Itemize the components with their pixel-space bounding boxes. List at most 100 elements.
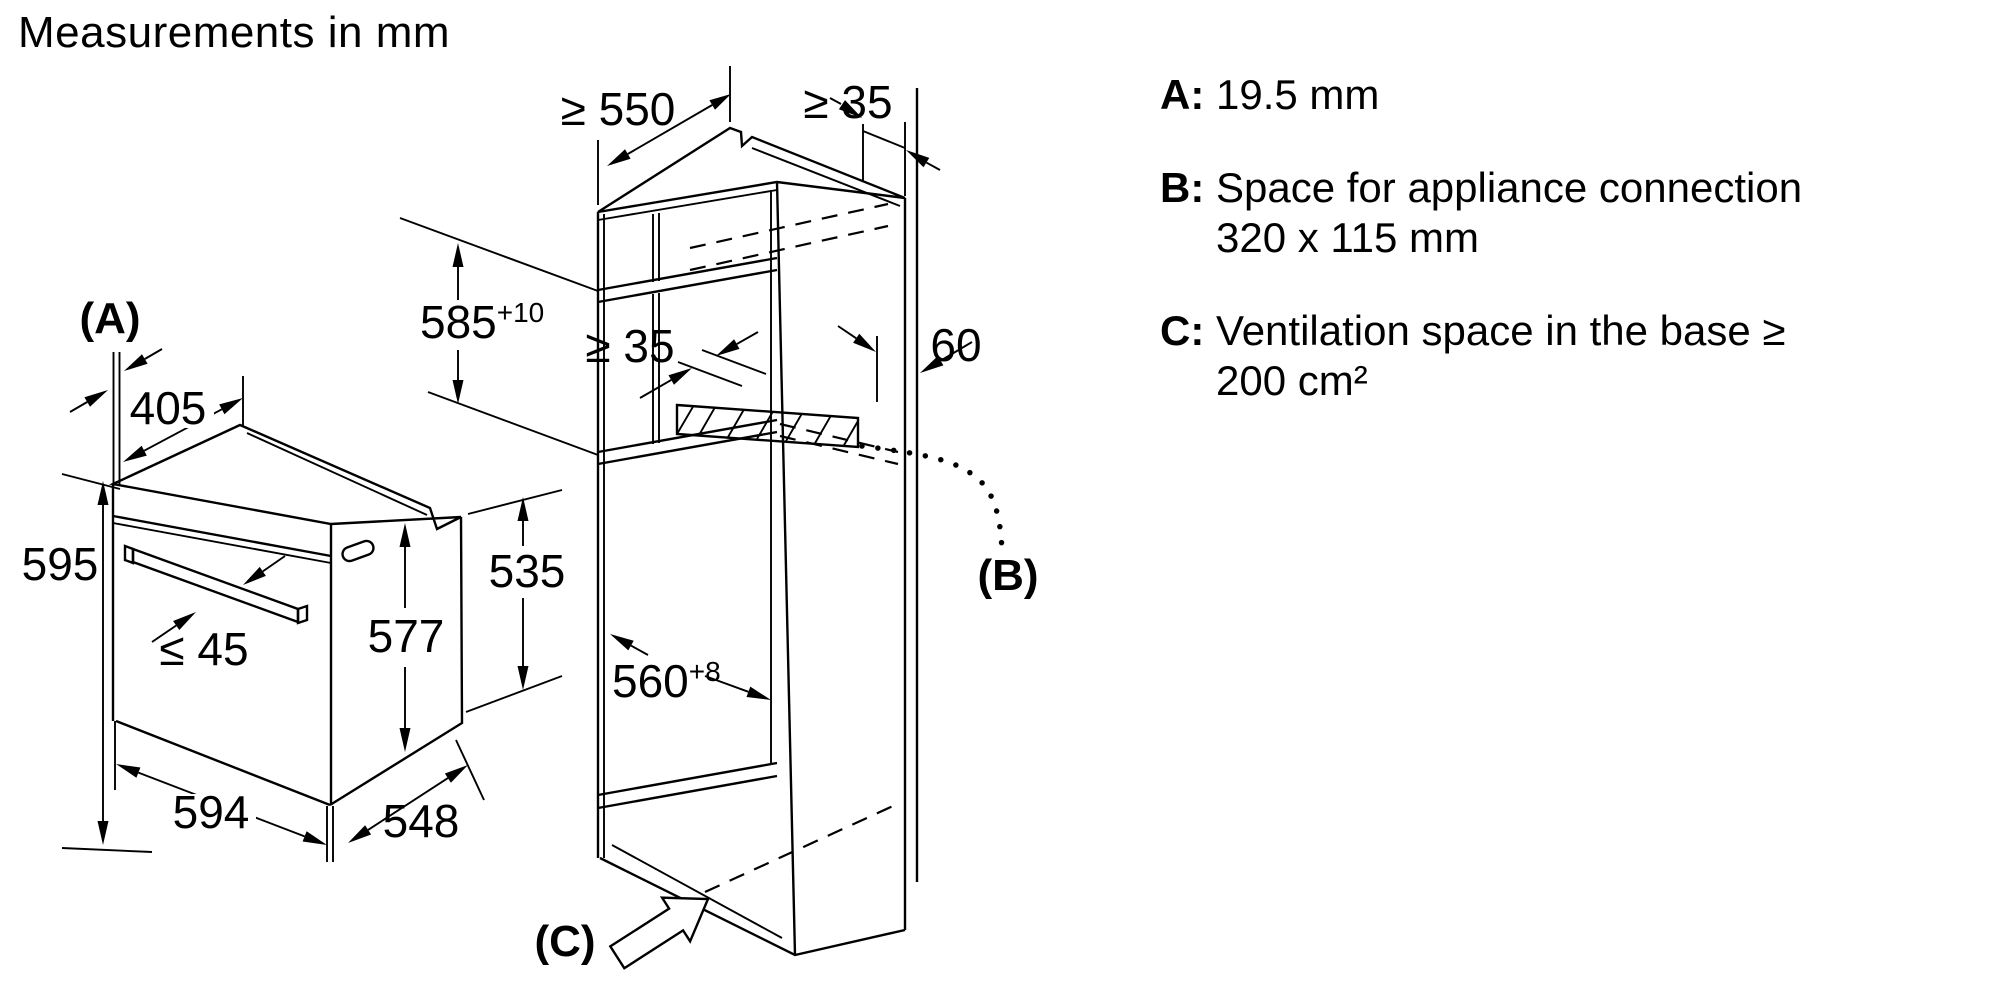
oven-door-top-edge (112, 522, 332, 564)
label-mask-405 (128, 386, 214, 428)
dim-60-arrow1-line (837, 325, 857, 340)
hidden-base-edge (704, 804, 894, 894)
legend-item-b: B: Space for appliance connection 320 x … (1160, 163, 1802, 262)
connection-leader-dots (859, 443, 1005, 555)
cabinet-front-right-edge (775, 181, 797, 956)
dim-405-label: 405 (130, 382, 207, 434)
dim-35top-arrow2-line (925, 161, 941, 171)
dim-560-head-left (610, 634, 634, 651)
dim-560-arrow1-line (630, 644, 649, 656)
dim-45-arrow2-head (173, 612, 196, 630)
legend-value-c-line1: Ventilation space in the base ≥ (1216, 307, 1786, 354)
cabinet-drawing (399, 66, 1005, 970)
dim-594-head-right (302, 831, 327, 845)
dim-535-ext-top (467, 489, 563, 515)
oven-handle-bar (131, 547, 300, 624)
dim-60-label: 60 (930, 319, 981, 371)
dim-35top-head-left (838, 100, 862, 118)
connection-hatch-outline (675, 403, 860, 449)
oven-top-face (109, 423, 462, 531)
oven-trim-band (112, 514, 332, 558)
dim-35top-label: ≥ 35 (803, 76, 892, 128)
dim-550-label: ≥ 550 (561, 83, 676, 135)
dim-a-arrow2-head (84, 390, 108, 407)
oven-handle-end-right (296, 604, 309, 625)
dim-a-arrow1-head (124, 354, 148, 371)
dim-595-ext-top (61, 473, 121, 490)
dim-548-ext-right (455, 739, 485, 801)
cabinet-label-c: (C) (534, 917, 595, 966)
dim-595-head-bottom (97, 821, 109, 845)
dim-35inner-arrow2-line (736, 331, 759, 345)
dim-35top-arrow1-line (829, 97, 842, 105)
label-mask-594 (166, 794, 256, 836)
dim-585-label: 585+10 (420, 296, 544, 348)
dim-560-head-right (746, 686, 771, 700)
oven-drawing (61, 348, 563, 862)
legend-value-b-line2: 320 x 115 mm (1216, 213, 1480, 261)
dim-45-arrow2-line (151, 624, 177, 643)
dim-535-ext-bottom (465, 675, 563, 713)
dim-a-gap-lines (112, 352, 121, 486)
connection-hatch (675, 403, 860, 449)
dim-577-head-top (399, 523, 411, 547)
cabinet-bottom-edges (599, 856, 906, 957)
legend-key-b: B: (1160, 164, 1205, 211)
dim-35inner-head1 (668, 368, 692, 385)
dim-585-ext-top (399, 217, 599, 292)
dim-35inner-arrow1-line (639, 379, 672, 399)
cabinet-floor-edge (597, 761, 778, 810)
dim-548-head-left (348, 825, 372, 843)
dim-535-head-top (517, 497, 529, 521)
dim-535-label: 535 (489, 545, 566, 597)
dim-548-label: 548 (383, 795, 460, 847)
dim-35inner-gap-lines (677, 349, 767, 387)
legend-item-a: A: 19.5 mm (1160, 70, 1379, 120)
dim-405-head-right (219, 398, 243, 415)
cabinet-frame-top-inner (597, 189, 778, 221)
legend-key-c: C: (1160, 307, 1205, 354)
legend-value-b-line1: Space for appliance connection (1216, 164, 1803, 211)
cabinet-inner-left-wall (652, 213, 660, 444)
dim-60-arrow2-line (940, 341, 973, 362)
dim-405-head-left (123, 445, 147, 462)
cabinet-plinth-line (611, 844, 783, 939)
dim-45-label: ≤ 45 (159, 623, 248, 675)
dim-45-arrow1-head (243, 566, 266, 585)
oven-handle-end-left (123, 544, 135, 565)
dim-60-head2 (920, 356, 944, 373)
dim-585-head-bottom (452, 380, 464, 404)
dim-548-head-right (444, 765, 468, 783)
dim-585-ext-bottom (427, 391, 599, 456)
dim-594-ext-right (326, 806, 334, 862)
cabinet-shelf-upper (597, 256, 778, 304)
dim-560-label: 560+8 (612, 655, 721, 707)
dim-595-head-top (97, 481, 109, 505)
dim-548-line (367, 777, 449, 831)
connection-hatch-lines (676, 406, 859, 447)
dim-594-head-left (116, 764, 141, 778)
legend-key-a: A: (1160, 71, 1205, 118)
legend-item-c: C: Ventilation space in the base ≥ 200 c… (1160, 306, 1785, 405)
dim-a-arrow2-line (69, 401, 88, 413)
dim-35inner-head2 (716, 339, 740, 356)
dim-60-head1 (853, 333, 876, 352)
cabinet-label-b: (B) (977, 551, 1038, 600)
legend-value-c-line2: 200 cm² (1216, 356, 1368, 404)
cabinet-top-face (597, 126, 906, 214)
oven-door-bottom-edge (115, 719, 331, 807)
dim-45-arrow1-line (262, 555, 286, 573)
dim-585-head-top (452, 243, 464, 267)
dim-577-head-bottom (399, 728, 411, 752)
dim-550-head-right (709, 94, 731, 110)
cabinet-top-rear-trim (751, 147, 901, 207)
dim-550-head-left (607, 149, 631, 166)
dim-35top-line (862, 130, 906, 149)
dim-35top-head-right (906, 150, 930, 168)
dim-550-line (627, 104, 713, 155)
oven-top-rear-trim (246, 432, 428, 516)
ventilation-arrow (608, 896, 710, 970)
hidden-top-compartment (689, 202, 889, 272)
